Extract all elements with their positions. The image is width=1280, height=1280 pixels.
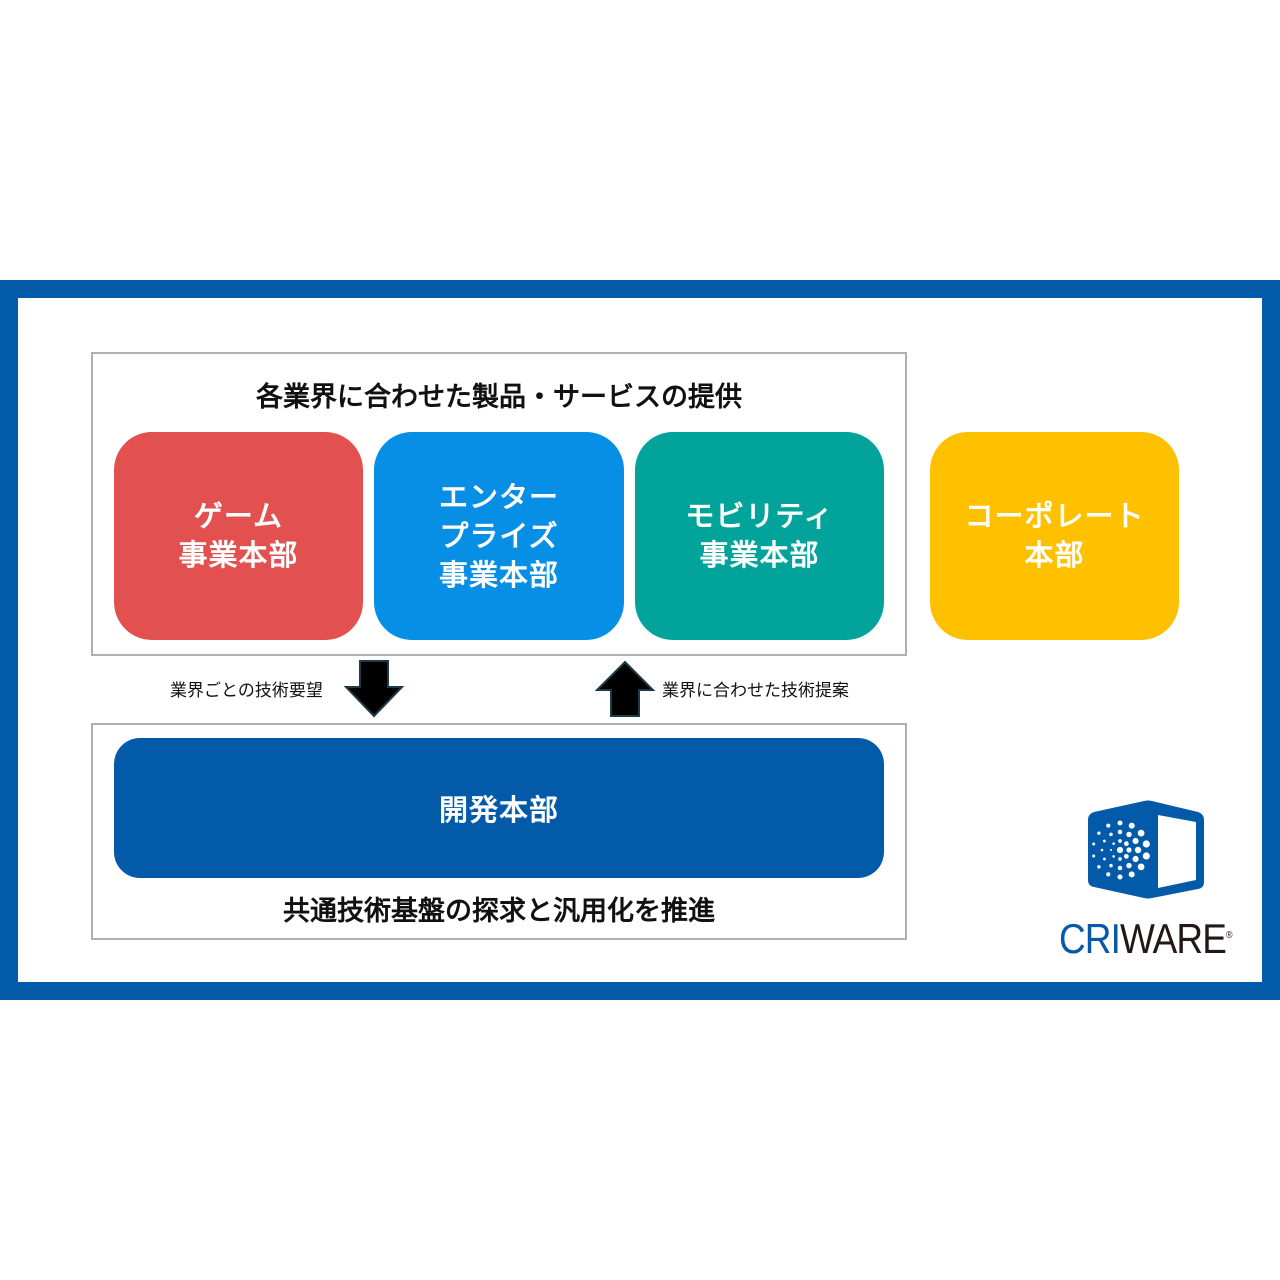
criware-logo-mark <box>1088 800 1204 899</box>
enterprise-division-card: エンター プライズ 事業本部 <box>374 432 624 640</box>
logo-dot <box>1128 871 1135 878</box>
logo-dot <box>1132 855 1139 863</box>
game-division-card: ゲーム 事業本部 <box>114 432 363 640</box>
logo-dot <box>1123 841 1129 847</box>
logo-dot <box>1106 823 1111 828</box>
mobility-division-card: モビリティ 事業本部 <box>635 432 884 640</box>
logo-dot <box>1103 839 1106 843</box>
logo-dot <box>1117 865 1123 871</box>
bottom-heading: 共通技術基盤の探求と汎用化を推進 <box>283 896 715 927</box>
arrow-up-icon <box>595 660 655 717</box>
logo-dot <box>1117 829 1123 835</box>
logo-dot <box>1123 853 1129 859</box>
development-division-bar: 開発本部 <box>114 738 884 878</box>
logo-dot <box>1117 820 1123 826</box>
logo-dot <box>1142 840 1150 848</box>
logo-dot <box>1128 822 1135 829</box>
logo-dot <box>1092 842 1096 846</box>
logo-dot <box>1126 862 1132 869</box>
logo-dot <box>1117 874 1123 880</box>
logo-dot <box>1142 852 1150 860</box>
logo-dot <box>1100 848 1104 852</box>
logo-dot <box>1117 847 1123 853</box>
arrow-down-label: 業界ごとの技術要望 <box>170 681 323 701</box>
logo-dot <box>1109 848 1113 852</box>
logo-dot <box>1126 831 1132 838</box>
logo-dot <box>1137 863 1145 871</box>
logo-dot <box>1103 857 1106 861</box>
corporate-division-card: コーポレート 本部 <box>930 432 1179 640</box>
logo-dot <box>1112 842 1115 845</box>
logo-dot <box>1097 865 1101 869</box>
logo-dot <box>1118 839 1122 843</box>
logo-dot <box>1126 847 1132 853</box>
logo-dot <box>1097 831 1101 835</box>
logo-dot <box>1109 863 1113 868</box>
criware-logo-text: CRIWARE® <box>1059 915 1233 962</box>
arrow-up-label: 業界に合わせた技術提案 <box>662 681 849 701</box>
logo-dot <box>1092 854 1096 858</box>
logo-dot <box>1106 872 1111 877</box>
logo-dot <box>1109 832 1113 837</box>
development-box <box>91 723 907 940</box>
logo-dot <box>1134 846 1142 854</box>
top-heading: 各業界に合わせた製品・サービスの提供 <box>256 382 742 413</box>
logo-dot <box>1118 857 1122 861</box>
logo-dot <box>1112 855 1115 858</box>
business-units-box <box>91 352 907 656</box>
logo-dot <box>1132 837 1139 845</box>
arrow-down-icon <box>344 660 404 718</box>
logo-dot <box>1137 829 1145 837</box>
